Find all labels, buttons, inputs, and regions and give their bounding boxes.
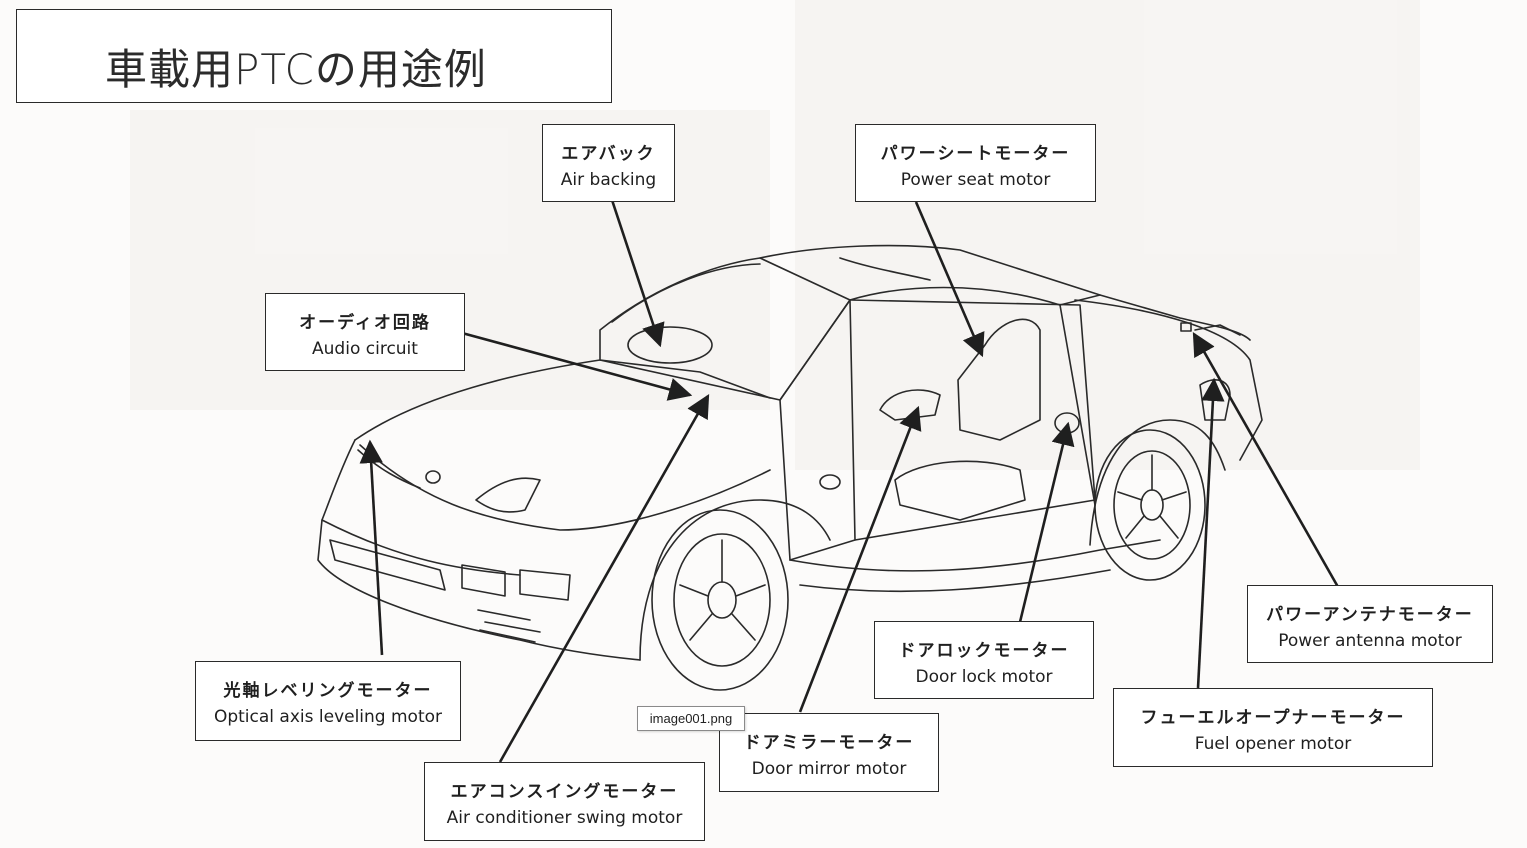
- label-door-lock: ドアロックモーター Door lock motor: [874, 621, 1094, 699]
- label-power-seat-jp: パワーシートモーター: [880, 144, 1071, 164]
- label-ac-swing-en: Air conditioner swing motor: [446, 808, 683, 828]
- label-power-seat-en: Power seat motor: [900, 170, 1051, 190]
- arrow-optical-axis: [359, 439, 384, 656]
- label-door-mirror-en: Door mirror motor: [751, 759, 907, 779]
- page-title: 車載用PTCの用途例: [105, 45, 487, 94]
- arrow-door-mirror: [798, 405, 922, 713]
- faint-text-bleed-right: [795, 0, 1420, 470]
- arrow-power-antenna: [1192, 331, 1340, 588]
- label-optical-axis-jp: 光軸レベリングモーター: [223, 681, 433, 701]
- label-power-seat: パワーシートモーター Power seat motor: [855, 124, 1096, 202]
- label-air-backing-jp: エアバック: [561, 144, 656, 164]
- label-ac-swing: エアコンスイングモーター Air conditioner swing motor: [424, 762, 705, 841]
- label-fuel-opener-jp: フューエルオープナーモーター: [1140, 708, 1406, 728]
- image-filename-tooltip: image001.png: [637, 706, 745, 731]
- label-fuel-opener-en: Fuel opener motor: [1194, 734, 1352, 754]
- car-outline: [317, 244, 1263, 691]
- label-audio-jp: オーディオ回路: [299, 313, 431, 333]
- arrow-ac-swing: [498, 393, 710, 763]
- label-door-mirror: ドアミラーモーター Door mirror motor: [719, 713, 939, 792]
- arrow-door-lock: [1018, 421, 1075, 623]
- arrow-fuel-opener: [1196, 377, 1225, 689]
- label-power-antenna-en: Power antenna motor: [1278, 631, 1462, 651]
- label-door-mirror-jp: ドアミラーモーター: [743, 733, 915, 753]
- leader-arrows: [359, 199, 1340, 763]
- label-fuel-opener: フューエルオープナーモーター Fuel opener motor: [1113, 688, 1433, 767]
- arrow-air-backing: [610, 199, 665, 348]
- label-optical-axis-en: Optical axis leveling motor: [213, 707, 443, 727]
- label-door-lock-jp: ドアロックモーター: [898, 641, 1070, 661]
- label-audio-en: Audio circuit: [312, 339, 418, 359]
- label-power-antenna: パワーアンテナモーター Power antenna motor: [1247, 585, 1493, 663]
- label-optical-axis: 光軸レベリングモーター Optical axis leveling motor: [195, 661, 461, 741]
- arrow-audio: [461, 331, 693, 401]
- label-air-backing: エアバック Air backing: [542, 124, 675, 202]
- arrow-power-seat: [914, 201, 985, 358]
- label-audio: オーディオ回路 Audio circuit: [265, 293, 465, 371]
- label-air-backing-en: Air backing: [560, 170, 657, 190]
- label-ac-swing-jp: エアコンスイングモーター: [450, 782, 679, 802]
- title-box: 車載用PTCの用途例: [16, 9, 612, 103]
- label-door-lock-en: Door lock motor: [915, 667, 1053, 687]
- label-power-antenna-jp: パワーアンテナモーター: [1266, 605, 1474, 625]
